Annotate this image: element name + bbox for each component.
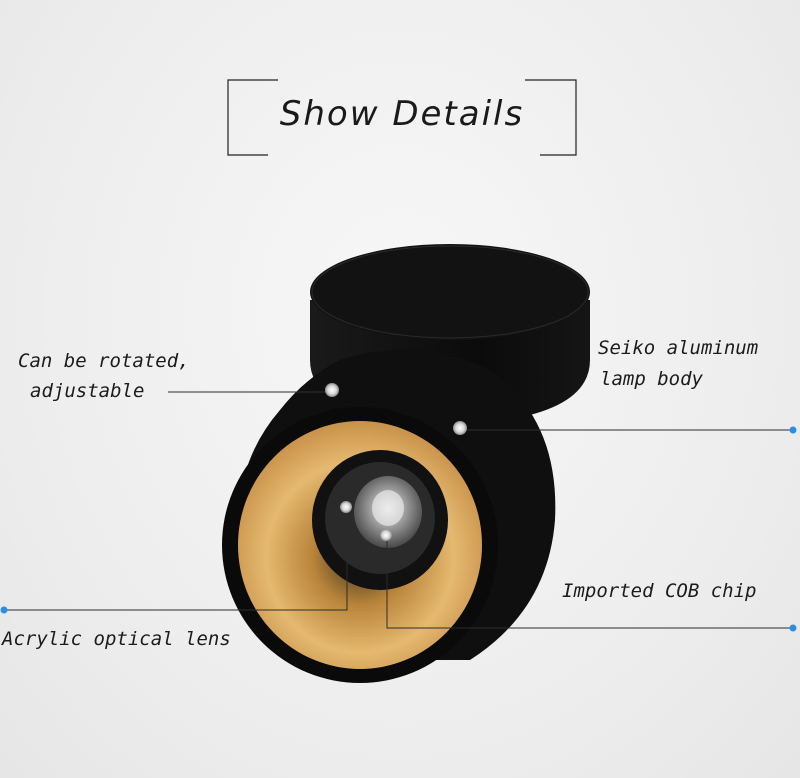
callout-body-line2: lamp body xyxy=(600,368,703,390)
leader-lines xyxy=(4,391,793,629)
lamp-head xyxy=(222,349,556,683)
title-box: Show Details xyxy=(228,80,576,155)
callout-rotated-line1: Can be rotated, xyxy=(18,350,190,372)
callout-cob: Imported COB chip xyxy=(562,580,757,602)
callout-rotated-line2: adjustable xyxy=(30,380,145,402)
callout-body-line1: Seiko aluminum xyxy=(598,337,759,359)
marker-dots xyxy=(0,426,797,632)
page-title: Show Details xyxy=(279,94,525,134)
feature-dots xyxy=(325,383,467,541)
title-frame xyxy=(227,79,577,156)
callout-lens: Acrylic optical lens xyxy=(2,628,231,650)
